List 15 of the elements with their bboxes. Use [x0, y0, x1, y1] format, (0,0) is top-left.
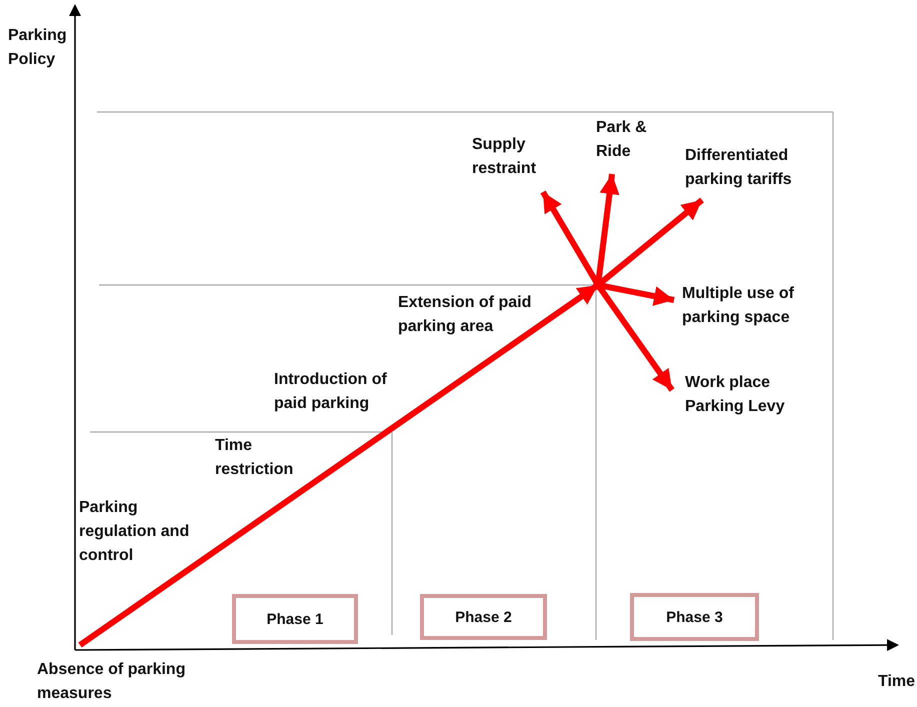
phase-box: Phase 2: [420, 594, 547, 640]
policy-label: Multiple use of parking space: [682, 282, 822, 330]
policy-label: Differentiated parking tariffs: [685, 144, 815, 192]
stage-label: Parking regulation and control: [79, 498, 190, 566]
origin-label: Absence of parking measures: [37, 658, 202, 706]
axis-title: Time: [878, 672, 916, 692]
policy-label: Park & Ride: [596, 116, 648, 164]
axis-title: Parking Policy: [8, 26, 68, 70]
policy-label: Work place Parking Levy: [685, 371, 790, 419]
stage-label: Introduction of paid parking: [274, 370, 388, 414]
stage-label: Extension of paid parking area: [398, 293, 532, 337]
phase-box: Phase 1: [232, 594, 358, 644]
policy-label: Supply restraint: [472, 133, 552, 181]
stage-label: Time restriction: [215, 436, 294, 480]
phase-box: Phase 3: [630, 593, 759, 641]
